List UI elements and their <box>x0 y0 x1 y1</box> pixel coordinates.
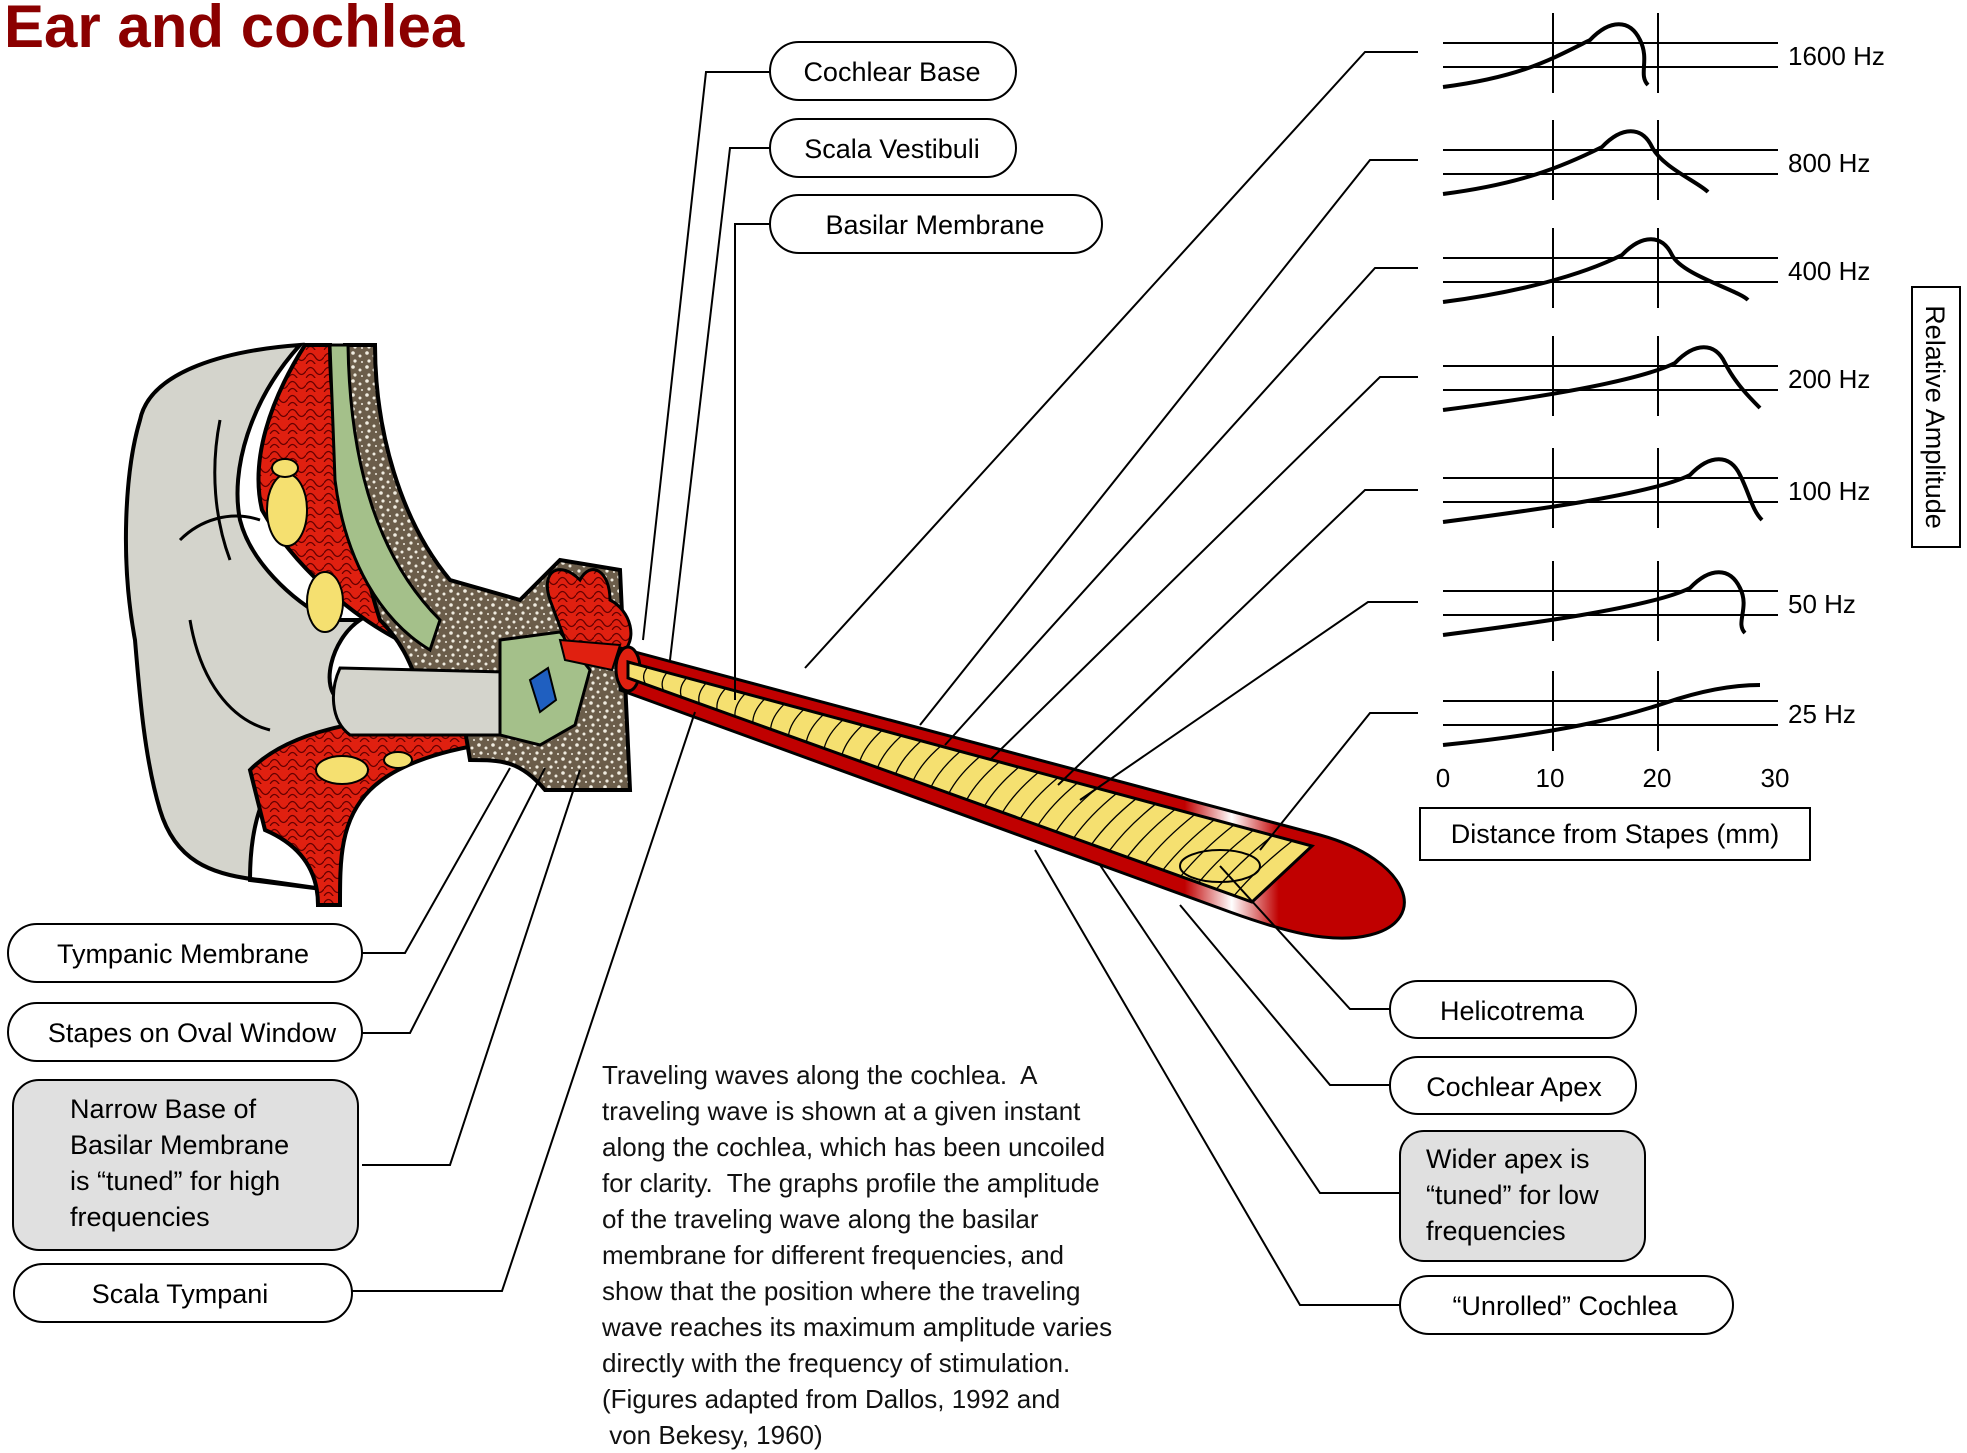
label-text: frequencies <box>70 1202 210 1232</box>
x-tick-label: 10 <box>1536 763 1565 793</box>
frequency-label: 800 Hz <box>1788 148 1870 178</box>
amplitude-curve <box>1443 239 1748 302</box>
label-text: Stapes on Oval Window <box>48 1018 337 1048</box>
graph-row: 200 Hz <box>1443 336 1870 416</box>
label-text: “Unrolled” Cochlea <box>1452 1291 1678 1321</box>
label-text: Wider apex is <box>1426 1144 1590 1174</box>
graph-row: 1600 Hz <box>1443 13 1885 93</box>
caption-line: along the cochlea, which has been uncoil… <box>602 1129 1222 1165</box>
label-helicotrema: Helicotrema <box>1390 981 1636 1038</box>
label-text: Cochlear Apex <box>1426 1072 1602 1102</box>
x-tick-label: 20 <box>1643 763 1672 793</box>
label-unrolled-cochlea: “Unrolled” Cochlea <box>1400 1276 1733 1334</box>
caption-line: of the traveling wave along the basilar <box>602 1201 1222 1237</box>
caption-line: traveling wave is shown at a given insta… <box>602 1093 1222 1129</box>
frequency-label: 50 Hz <box>1788 589 1856 619</box>
y-axis-label: Relative Amplitude <box>1920 305 1950 529</box>
caption-line: for clarity. The graphs profile the ampl… <box>602 1165 1222 1201</box>
frequency-label: 1600 Hz <box>1788 41 1885 71</box>
basilar-membrane-strip <box>628 662 1312 902</box>
label-scala-vestibuli: Scala Vestibuli <box>770 119 1016 177</box>
label-text: Narrow Base of <box>70 1094 257 1124</box>
x-axis-label-box: Distance from Stapes (mm) <box>1420 808 1810 860</box>
label-basilar-membrane: Basilar Membrane <box>770 195 1102 253</box>
label-text: Tympanic Membrane <box>57 939 309 969</box>
label-text: “tuned” for low <box>1426 1180 1599 1210</box>
label-narrow-base: Narrow Base of Basilar Membrane is “tune… <box>13 1080 358 1250</box>
caption-line: (Figures adapted from Dallos, 1992 and <box>602 1381 1222 1417</box>
graph-row: 25 Hz <box>1443 671 1856 751</box>
amplitude-curve <box>1443 24 1648 87</box>
frequency-label: 400 Hz <box>1788 256 1870 286</box>
label-cochlear-base: Cochlear Base <box>770 42 1016 100</box>
amplitude-curve <box>1443 685 1760 745</box>
caption-line: show that the position where the traveli… <box>602 1273 1222 1309</box>
label-text: frequencies <box>1426 1216 1566 1246</box>
label-text: Basilar Membrane <box>70 1130 289 1160</box>
x-axis-ticks: 0 10 20 30 <box>1436 763 1790 793</box>
label-text: is “tuned” for high <box>70 1166 280 1196</box>
amplitude-curve <box>1443 572 1745 635</box>
frequency-label: 25 Hz <box>1788 699 1856 729</box>
x-axis-label: Distance from Stapes (mm) <box>1451 819 1780 849</box>
caption-line: membrane for different frequencies, and <box>602 1237 1222 1273</box>
label-stapes-oval-window: Stapes on Oval Window <box>8 1003 362 1061</box>
label-cochlear-apex: Cochlear Apex <box>1390 1057 1636 1114</box>
ear-canal <box>333 668 520 735</box>
graph-row: 400 Hz <box>1443 228 1870 308</box>
label-wider-apex: Wider apex is “tuned” for low frequencie… <box>1400 1131 1645 1261</box>
amplitude-curve <box>1443 131 1708 194</box>
label-tympanic-membrane: Tympanic Membrane <box>8 924 362 982</box>
caption-line: von Bekesy, 1960) <box>602 1417 1222 1453</box>
label-text: Basilar Membrane <box>825 210 1044 240</box>
caption-line: wave reaches its maximum amplitude varie… <box>602 1309 1222 1345</box>
caption-line: Traveling waves along the cochlea. A <box>602 1057 1222 1093</box>
x-tick-label: 30 <box>1761 763 1790 793</box>
amplitude-curve <box>1443 459 1762 522</box>
graph-row: 100 Hz <box>1443 448 1870 528</box>
amplitude-curve <box>1443 347 1760 410</box>
label-text: Helicotrema <box>1440 996 1585 1026</box>
label-scala-tympani: Scala Tympani <box>14 1264 352 1322</box>
label-text: Scala Tympani <box>92 1279 269 1309</box>
label-text: Scala Vestibuli <box>804 134 980 164</box>
graph-row: 50 Hz <box>1443 561 1856 641</box>
frequency-label: 200 Hz <box>1788 364 1870 394</box>
graph-row: 800 Hz <box>1443 120 1870 200</box>
y-axis-label-box: Relative Amplitude <box>1912 287 1960 547</box>
label-text: Cochlear Base <box>803 57 980 87</box>
frequency-label: 100 Hz <box>1788 476 1870 506</box>
caption-line: directly with the frequency of stimulati… <box>602 1345 1222 1381</box>
frequency-graphs: 1600 Hz 800 Hz 400 Hz 200 Hz 100 Hz 50 Hz 25 H… <box>1443 13 1885 751</box>
x-tick-label: 0 <box>1436 763 1450 793</box>
